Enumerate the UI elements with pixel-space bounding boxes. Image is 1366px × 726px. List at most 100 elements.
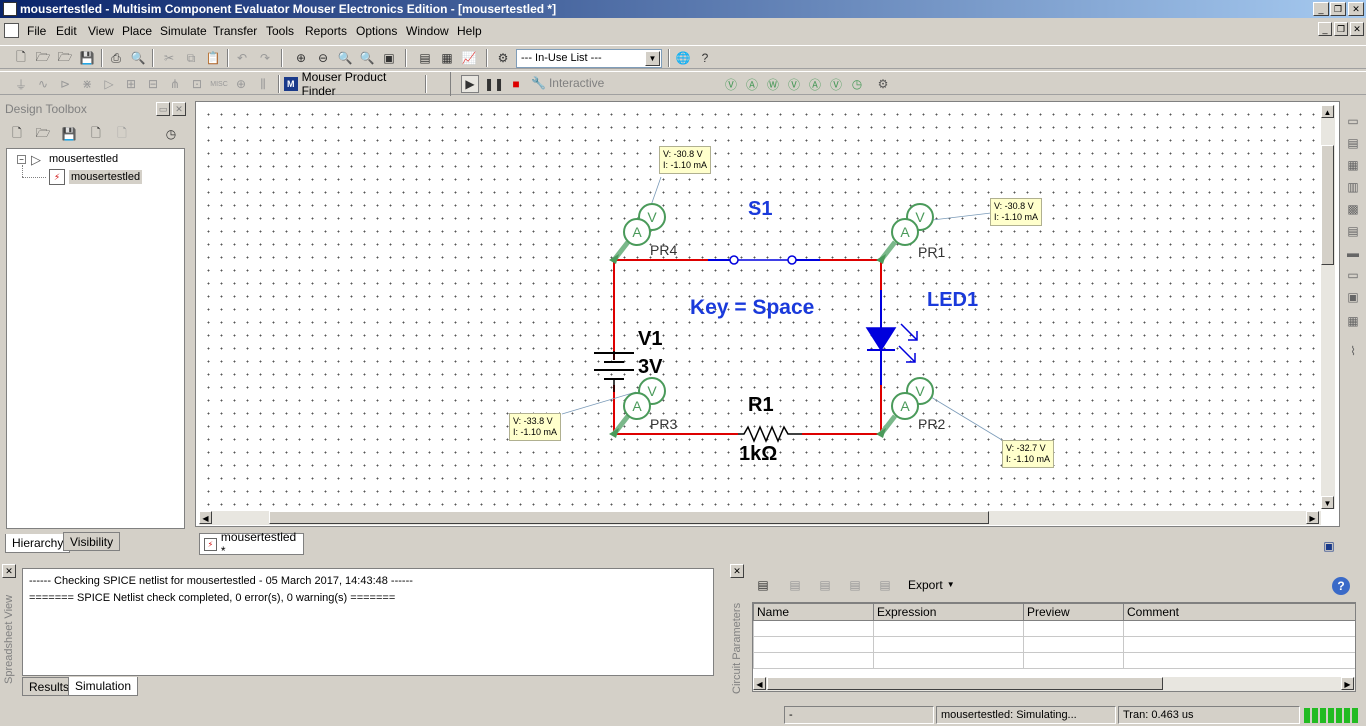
- copy-icon[interactable]: ⧉: [186, 50, 196, 65]
- document-icon[interactable]: [4, 23, 19, 38]
- globe-icon[interactable]: 🌐: [675, 51, 691, 65]
- table-row[interactable]: [753, 620, 1355, 637]
- menu-window[interactable]: Window: [406, 24, 449, 38]
- minimize-button[interactable]: _: [1313, 2, 1329, 16]
- scroll-down-button[interactable]: ▼: [1321, 496, 1334, 509]
- stop-icon[interactable]: ■: [512, 77, 520, 91]
- save-icon[interactable]: 💾: [79, 51, 95, 65]
- zoom-out-icon[interactable]: ⊖: [317, 51, 329, 65]
- new-sheet-icon[interactable]: 🗋: [91, 125, 101, 140]
- tab-hierarchy[interactable]: Hierarchy: [5, 534, 71, 553]
- switch-s1-symbol[interactable]: [729, 255, 797, 265]
- mdi-minimize-button[interactable]: _: [1318, 22, 1332, 36]
- vertical-scrollbar[interactable]: ▲ ▼: [1321, 105, 1335, 509]
- oscilloscope-icon[interactable]: ▥: [1347, 180, 1359, 194]
- rf-component-icon[interactable]: ⊕: [235, 77, 247, 91]
- transistor-component-icon[interactable]: ⋇: [81, 77, 93, 91]
- design-toolbox-icon[interactable]: ▤: [419, 51, 431, 65]
- chevron-down-icon[interactable]: ▼: [645, 51, 660, 66]
- resistor-r1-symbol[interactable]: [738, 425, 802, 443]
- paste-icon[interactable]: 📋: [205, 51, 221, 65]
- digital-probe-icon[interactable]: ◷: [851, 77, 863, 91]
- move-down-icon[interactable]: ▤: [849, 578, 861, 592]
- pause-icon[interactable]: ❚❚: [483, 77, 505, 91]
- battery-v1-symbol[interactable]: [594, 351, 634, 392]
- wire-top-right[interactable]: [820, 259, 882, 290]
- add-parameter-icon[interactable]: ▤: [757, 578, 769, 592]
- spreadsheet-icon[interactable]: ▦: [441, 51, 453, 65]
- differential-probe-icon[interactable]: Ⓥ: [787, 77, 800, 92]
- run-icon[interactable]: ▶: [461, 75, 479, 93]
- component-wizard-icon[interactable]: ⚙: [497, 51, 509, 65]
- menu-place[interactable]: Place: [122, 24, 153, 38]
- mixed-component-icon[interactable]: ⋔: [169, 77, 181, 91]
- tree-root-item[interactable]: mousertestled: [49, 153, 119, 165]
- menu-reports[interactable]: Reports: [305, 24, 348, 38]
- export-dropdown[interactable]: Export ▼: [908, 578, 955, 592]
- print-preview-icon[interactable]: 🔍: [130, 51, 146, 65]
- iv-analyzer-icon[interactable]: ▣: [1347, 290, 1359, 304]
- visibility-icon[interactable]: ◷: [165, 127, 177, 141]
- new-design-icon[interactable]: 🗋: [12, 125, 22, 140]
- indicator-component-icon[interactable]: ⊡: [191, 77, 203, 91]
- misc-component-icon[interactable]: MISC: [210, 80, 228, 88]
- scroll-left-button[interactable]: ◀: [753, 677, 766, 690]
- help-icon[interactable]: ?: [1332, 577, 1350, 595]
- panel-float-button[interactable]: ▭: [156, 102, 170, 116]
- open-design-icon[interactable]: 🗁: [35, 125, 51, 140]
- connector-component-icon[interactable]: ⫼: [260, 76, 266, 91]
- parameters-grid[interactable]: Name Expression Preview Comment ◀ ▶: [752, 602, 1356, 692]
- function-generator-icon[interactable]: ▤: [1347, 136, 1359, 150]
- current-probe-icon[interactable]: Ⓐ: [745, 77, 758, 92]
- scroll-right-button[interactable]: ▶: [1341, 677, 1354, 690]
- probe-pr4-symbol[interactable]: V A: [609, 203, 666, 264]
- column-header[interactable]: Expression: [873, 603, 1024, 621]
- panel-close-button[interactable]: ✕: [172, 102, 186, 116]
- redo-icon[interactable]: ↷: [259, 51, 271, 65]
- table-row[interactable]: [753, 652, 1355, 669]
- zoom-sheet-icon[interactable]: 🔍: [359, 51, 375, 65]
- zoom-area-icon[interactable]: 🔍: [337, 51, 353, 65]
- tab-visibility[interactable]: Visibility: [63, 532, 121, 551]
- led1-symbol[interactable]: [865, 323, 918, 363]
- menu-edit[interactable]: Edit: [56, 24, 77, 38]
- menu-simulate[interactable]: Simulate: [160, 24, 207, 38]
- word-generator-icon[interactable]: ▤: [1347, 224, 1359, 238]
- wattmeter-icon[interactable]: ▦: [1347, 158, 1359, 172]
- menu-help[interactable]: Help: [457, 24, 482, 38]
- collapse-icon[interactable]: −: [17, 155, 26, 164]
- menu-options[interactable]: Options: [356, 24, 398, 38]
- workspace-options-icon[interactable]: ▣: [1323, 539, 1335, 553]
- wire-bottom-right[interactable]: [802, 385, 882, 435]
- print-icon[interactable]: ⎙: [111, 50, 121, 65]
- reference-probe-icon[interactable]: Ⓥ: [829, 77, 842, 92]
- analog-component-icon[interactable]: ▷: [104, 77, 114, 91]
- scroll-right-button[interactable]: ▶: [1306, 511, 1319, 524]
- output-close-button[interactable]: ✕: [2, 564, 16, 578]
- undo-icon[interactable]: ↶: [236, 51, 248, 65]
- diode-component-icon[interactable]: ⊳: [59, 77, 71, 91]
- probe-pr3-symbol[interactable]: V A: [609, 377, 666, 438]
- restore-button[interactable]: ❐: [1330, 2, 1346, 16]
- menu-file[interactable]: File: [27, 24, 47, 38]
- open-sample-icon[interactable]: 🗁: [57, 49, 73, 64]
- probe-pr1-symbol[interactable]: V A: [876, 203, 934, 264]
- multimeter-icon[interactable]: ▭: [1347, 114, 1359, 128]
- simulation-output-log[interactable]: ------ Checking SPICE netlist for mouser…: [22, 568, 714, 676]
- move-up-icon[interactable]: ▤: [819, 578, 831, 592]
- fullscreen-icon[interactable]: ▣: [383, 51, 395, 65]
- horizontal-scrollbar[interactable]: ◀ ▶: [199, 511, 1321, 525]
- probe-instrument-icon[interactable]: ⌇: [1350, 344, 1356, 358]
- grapher-icon[interactable]: 📈: [461, 51, 477, 65]
- mouser-product-finder-button[interactable]: M Mouser Product Finder: [284, 70, 420, 98]
- new-file-icon[interactable]: 🗋: [16, 49, 26, 64]
- open-folder-icon[interactable]: 🗁: [35, 49, 51, 64]
- logic-analyzer-icon[interactable]: ▬: [1347, 246, 1359, 260]
- bode-plotter-icon[interactable]: ▩: [1347, 202, 1359, 216]
- cmos-component-icon[interactable]: ⊟: [147, 77, 159, 91]
- probe-pr2-symbol[interactable]: V A: [876, 377, 934, 438]
- parameter-options-icon[interactable]: ▤: [879, 578, 891, 592]
- column-header[interactable]: Comment: [1123, 603, 1355, 621]
- delete-parameter-icon[interactable]: ▤: [789, 578, 801, 592]
- vertical-scroll-thumb[interactable]: [1321, 145, 1334, 265]
